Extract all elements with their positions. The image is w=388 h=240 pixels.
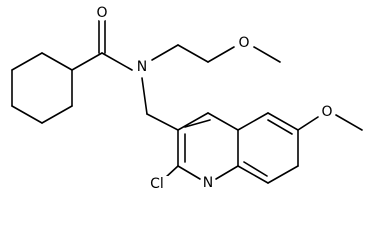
methylene-link: [141, 77, 179, 131]
atom-label-chlorine: Cl: [150, 176, 164, 192]
atom-label-nitrogen-quinoline: N: [203, 175, 213, 191]
aryl-methoxy-group: [297, 114, 363, 131]
atom-label-oxygen-quinoline-methoxy: O: [321, 104, 332, 120]
methoxyethyl-chain: [151, 44, 281, 63]
quinoline-benzene-ring: [237, 112, 299, 184]
atom-label-nitrogen-amide: N: [137, 59, 147, 75]
amide-group: [71, 19, 133, 71]
chemical-structure: O N O O N Cl: [11, 5, 363, 192]
atom-label-oxygen-carbonyl: O: [96, 5, 107, 21]
atom-labels: O N O O N Cl: [94, 5, 335, 192]
cyclohexane-ring: [11, 52, 73, 124]
atom-label-oxygen-methoxyethyl: O: [238, 35, 249, 51]
quinoline-pyridine-ring: [177, 112, 239, 180]
